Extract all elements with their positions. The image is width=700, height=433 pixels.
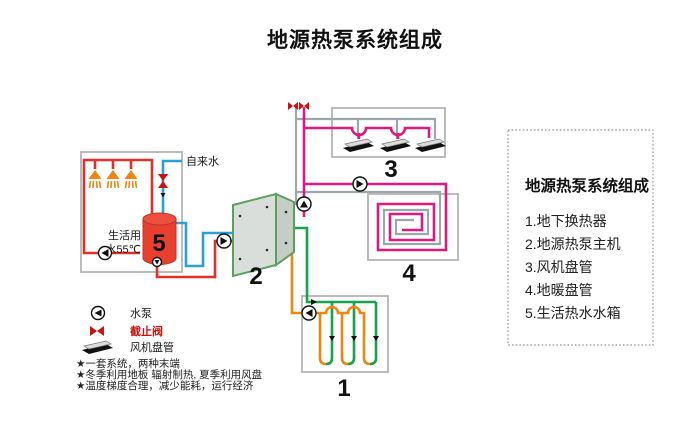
floor-coil-box [367,193,459,261]
fan-coil-units [343,138,446,152]
flow-arrow [311,299,317,305]
info-panel-item: 4.地暖盘管 [525,282,593,298]
legend-note: ★一套系统，两种末端 [76,357,180,370]
fan-coil-icon [82,340,113,354]
shower-head-icon [124,170,138,189]
heating-return-pipes [294,107,442,246]
info-panel-item: 5.生活热水水箱 [525,305,621,321]
tank-caption-line2: 水55℃ [105,243,141,256]
shower-room-box [80,151,183,273]
legend: 水泵 截止阀 风机盘管 ★一套系统，两种末端 ★冬季利用地板 辐射制热, 夏季利… [76,305,263,392]
tap-water-label: 自来水 [186,155,219,168]
legend-note: ★温度梯度合理，减少能耗，运行经济 [76,379,254,392]
tank-caption-line1: 生活用 [108,228,141,242]
pump-icon [352,176,368,192]
page-title: 地源热泵系统组成 [267,28,443,52]
info-panel-item: 3.风机盘管 [525,259,593,275]
legend-fan-coil-label: 风机盘管 [130,340,174,354]
info-panel-heading: 地源热泵系统组成 [525,176,650,195]
flow-arrow [329,336,335,341]
cold-water-pipes [160,159,233,268]
pump-icon [151,256,163,268]
fan-coil-number: 3 [384,156,397,183]
info-panel-item: 1.地下换热器 [525,213,607,229]
pump-icon [90,305,106,321]
valve-icon [90,326,104,336]
fan-coil-box [331,107,446,158]
info-panel: 地源热泵系统组成 1.地下换热器 2.地源热泵主机 3.风机盘管 4.地暖盘管 … [507,129,654,346]
fan-coil-icon [380,138,411,152]
unit-number: 2 [249,263,262,290]
floor-coil-number: 4 [402,260,416,287]
flow-arrow [160,193,166,198]
ground-loop-return-pipes [290,235,371,366]
info-panel-item: 2.地源热泵主机 [525,236,621,252]
fan-coil-icon [343,138,374,152]
pump-icon [301,305,317,321]
borehole-number: 1 [337,375,350,402]
heating-supply-pipes [302,107,448,252]
flow-arrow [351,336,357,341]
valve-icon [288,102,309,110]
hot-water-tank: 5 [142,212,177,268]
borehole-box [301,295,389,373]
pump-icon [216,233,232,249]
fan-coil-icon [415,138,446,152]
shower-head-icon [88,170,102,189]
info-panel-border [507,129,654,346]
valve-icon [158,174,168,188]
ground-loop-supply-pipes [288,226,379,366]
shower-heads [88,170,138,189]
heat-pump-unit [232,192,295,278]
legend-valve-label: 截止阀 [130,324,163,338]
flow-arrow [373,336,379,341]
legend-note: ★冬季利用地板 辐射制热, 夏季利用风盘 [76,368,263,381]
pump-icon [296,196,312,212]
pump-icon [97,245,113,261]
shower-head-icon [106,170,120,189]
legend-pump-label: 水泵 [130,307,152,320]
tank-number: 5 [152,230,165,257]
